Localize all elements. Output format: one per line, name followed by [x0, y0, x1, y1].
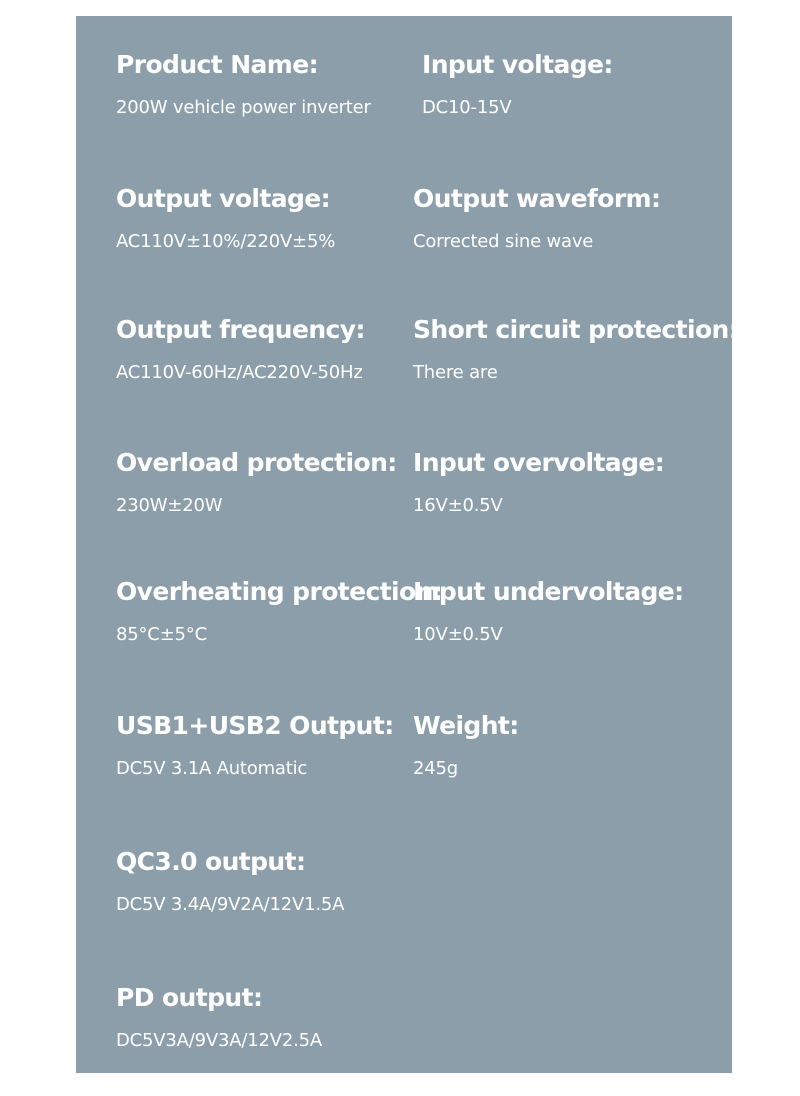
spec-value: AC110V-60Hz/AC220V-50Hz: [116, 362, 363, 383]
spec-input-overvoltage: Input overvoltage: 16V±0.5V: [413, 448, 665, 516]
spec-label: QC3.0 output:: [116, 847, 306, 876]
spec-value: DC5V3A/9V3A/12V2.5A: [116, 1030, 322, 1051]
spec-value: There are: [413, 362, 498, 383]
spec-value: 245g: [413, 758, 458, 779]
spec-label: Weight:: [413, 711, 519, 740]
spec-usb-output: USB1+USB2 Output: DC5V 3.1A Automatic: [116, 713, 394, 778]
spec-label: Input overvoltage:: [413, 448, 665, 477]
spec-label: Product Name:: [116, 50, 319, 79]
spec-short-circuit-protection: Short circuit protection: There are: [413, 315, 739, 383]
spec-label: Output frequency:: [116, 315, 365, 344]
spec-value: 230W±20W: [116, 495, 223, 516]
spec-product-name: Product Name: 200W vehicle power inverte…: [116, 52, 371, 117]
spec-value: DC10-15V: [422, 97, 512, 118]
spec-label: USB1+USB2 Output:: [116, 711, 394, 740]
spec-overload-protection: Overload protection: 230W±20W: [116, 450, 397, 515]
spec-value: DC5V 3.1A Automatic: [116, 758, 308, 779]
spec-value: 200W vehicle power inverter: [116, 97, 371, 118]
spec-weight: Weight: 245g: [413, 713, 519, 778]
spec-value: DC5V 3.4A/9V2A/12V1.5A: [116, 894, 345, 915]
spec-qc3-output: QC3.0 output: DC5V 3.4A/9V2A/12V1.5A: [116, 849, 344, 914]
spec-label: Overheating protection:: [116, 577, 443, 606]
spec-input-voltage: Input voltage: DC10-15V: [422, 52, 613, 117]
spec-value: 85°C±5°C: [116, 624, 207, 645]
spec-input-undervoltage: Input undervoltage: 10V±0.5V: [413, 579, 684, 644]
spec-overheating-protection: Overheating protection: 85°C±5°C: [116, 577, 443, 645]
spec-output-frequency: Output frequency: AC110V-60Hz/AC220V-50H…: [116, 317, 365, 382]
spec-sheet-panel: Product Name: 200W vehicle power inverte…: [76, 16, 739, 1073]
spec-value: AC110V±10%/220V±5%: [116, 231, 336, 252]
spec-label: Input voltage:: [422, 50, 613, 79]
spec-label: Overload protection:: [116, 448, 397, 477]
spec-value: 10V±0.5V: [413, 624, 503, 645]
spec-output-waveform: Output waveform: Corrected sine wave: [413, 184, 661, 252]
spec-label: Output waveform:: [413, 184, 661, 213]
spec-value: Corrected sine wave: [413, 231, 594, 252]
spec-label: Input undervoltage:: [413, 577, 684, 606]
spec-value: 16V±0.5V: [413, 495, 503, 516]
spec-label: PD output:: [116, 983, 263, 1012]
spec-pd-output: PD output: DC5V3A/9V3A/12V2.5A: [116, 985, 322, 1050]
spec-label: Short circuit protection:: [413, 315, 739, 344]
spec-label: Output voltage:: [116, 184, 331, 213]
spec-output-voltage: Output voltage: AC110V±10%/220V±5%: [116, 186, 335, 251]
